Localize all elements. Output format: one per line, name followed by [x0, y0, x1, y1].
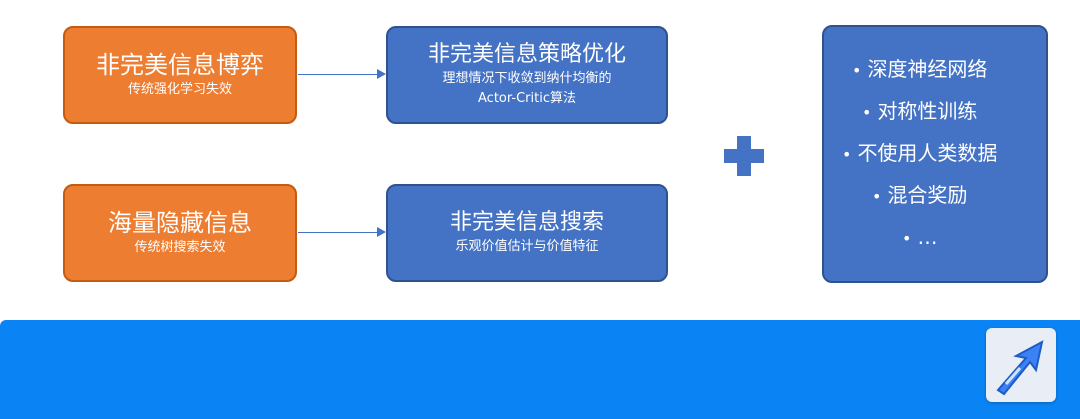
hidden-info-box: 海量隐藏信息 传统树搜索失效 — [63, 184, 297, 282]
list-item: •… — [902, 225, 938, 249]
box-title: 非完美信息博弈 — [96, 51, 264, 79]
list-item: •不使用人类数据 — [842, 141, 998, 165]
box-line2: Actor-Critic算法 — [478, 91, 576, 106]
list-item: •对称性训练 — [862, 99, 978, 123]
arrow-bottom — [298, 227, 386, 237]
arrow-top — [298, 69, 386, 79]
box-line1: 理想情况下收敛到纳什均衡的 — [442, 71, 612, 86]
box-subtitle: 传统强化学习失效 — [127, 82, 232, 97]
plus-icon — [724, 136, 764, 176]
box-subtitle: 传统树搜索失效 — [134, 240, 226, 255]
features-list: •深度神经网络 •对称性训练 •不使用人类数据 •混合奖励 •… — [842, 49, 997, 259]
box-title: 非完美信息策略优化 — [427, 42, 626, 67]
bottom-banner — [0, 320, 1080, 419]
box-title: 海量隐藏信息 — [108, 209, 252, 237]
features-list-box: •深度神经网络 •对称性训练 •不使用人类数据 •混合奖励 •… — [822, 25, 1048, 283]
list-item: •混合奖励 — [872, 183, 968, 207]
list-item: •深度神经网络 — [852, 57, 988, 81]
logo-icon — [986, 328, 1056, 402]
box-subtitle: 乐观价值估计与价值特征 — [455, 239, 599, 254]
box-title: 非完美信息搜索 — [449, 210, 604, 235]
imperfect-info-game-box: 非完美信息博弈 传统强化学习失效 — [63, 26, 297, 124]
policy-optimization-box: 非完美信息策略优化 理想情况下收敛到纳什均衡的 Actor-Critic算法 — [386, 26, 668, 124]
imperfect-info-search-box: 非完美信息搜索 乐观价值估计与价值特征 — [386, 184, 668, 282]
